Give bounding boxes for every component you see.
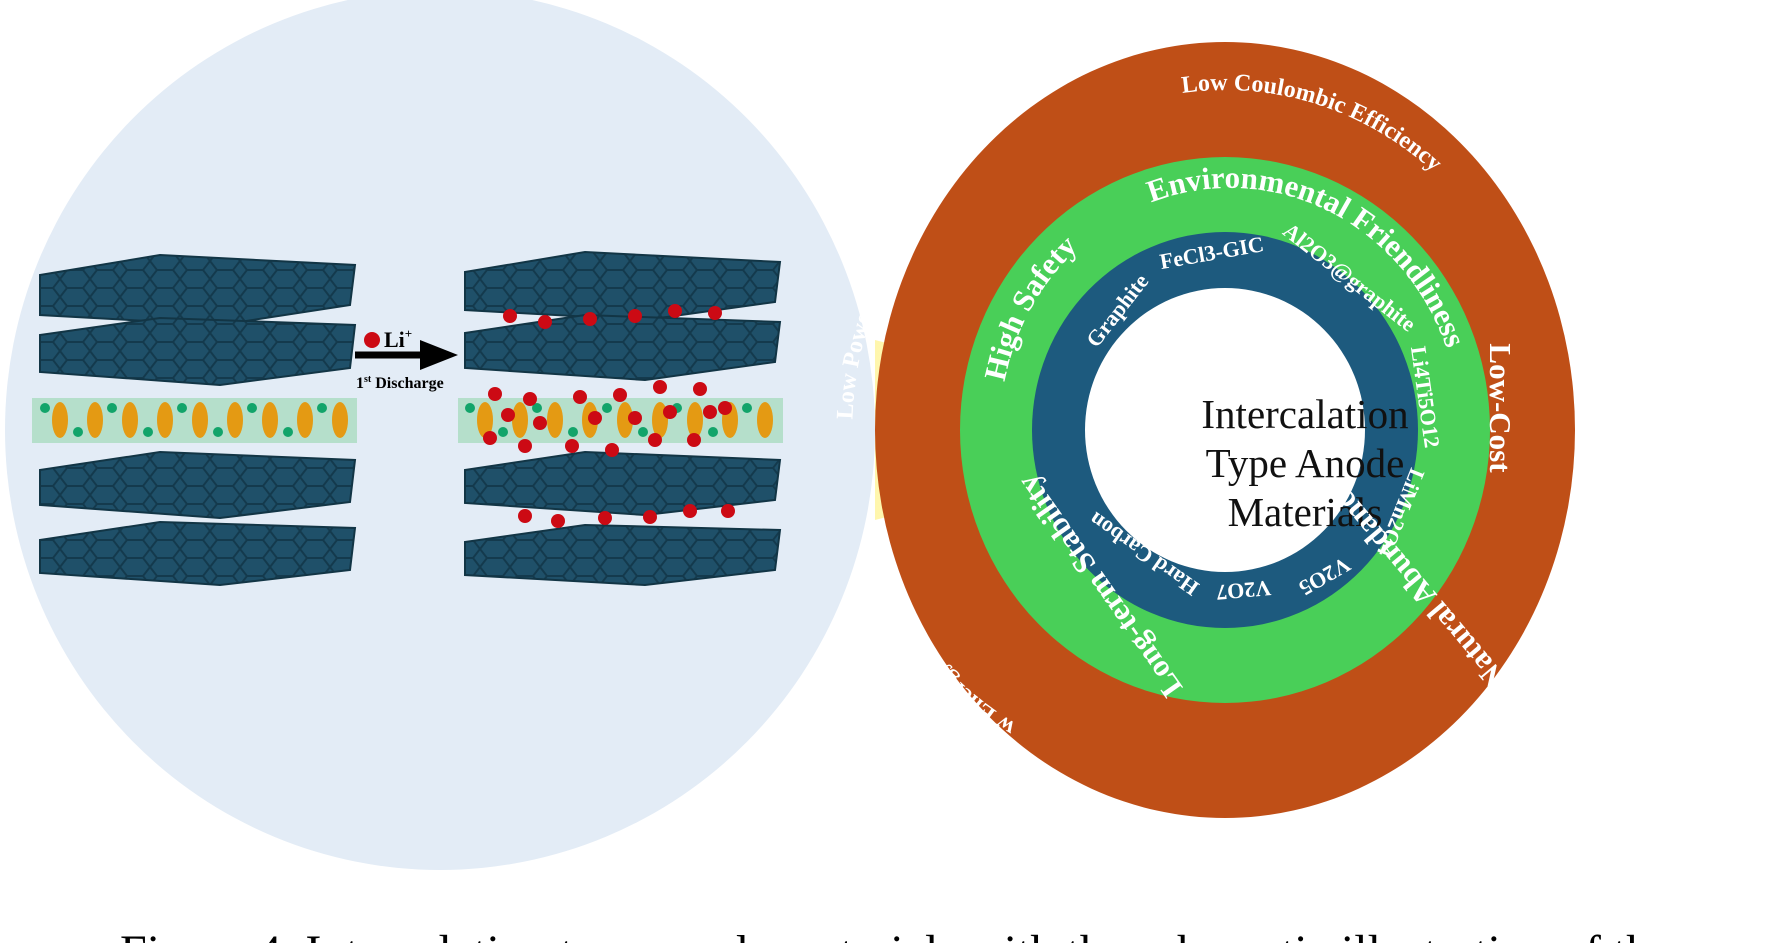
electrolyte-layer-before [32, 398, 357, 443]
sheet [39, 520, 357, 587]
li-ion-label: Li+ [384, 326, 412, 352]
sheet [464, 250, 782, 322]
sheet [39, 253, 357, 327]
sheets-before [39, 253, 357, 587]
figure-caption: Figure 4. Intercalation type anode mater… [120, 926, 1672, 943]
lithium-ion-icon [364, 332, 380, 348]
sheet [464, 450, 782, 517]
inner-label-v2o7: V2O7 [1215, 576, 1272, 606]
sheet [39, 450, 357, 520]
center-disc [1085, 288, 1365, 572]
middle-label-lowcost: Low-Cost [1483, 343, 1518, 473]
center-line-2: Type Anode [1206, 440, 1405, 486]
sheet [39, 316, 357, 387]
lithium-ions [483, 304, 735, 528]
sheet [464, 523, 782, 587]
left-bubble [5, 0, 875, 870]
center-line-3: Materials [1228, 489, 1383, 535]
center-line-1: Intercalation [1201, 391, 1408, 437]
discharge-arrow: Li+ 1st Discharge [355, 326, 458, 392]
discharge-label: 1st Discharge [356, 374, 444, 392]
